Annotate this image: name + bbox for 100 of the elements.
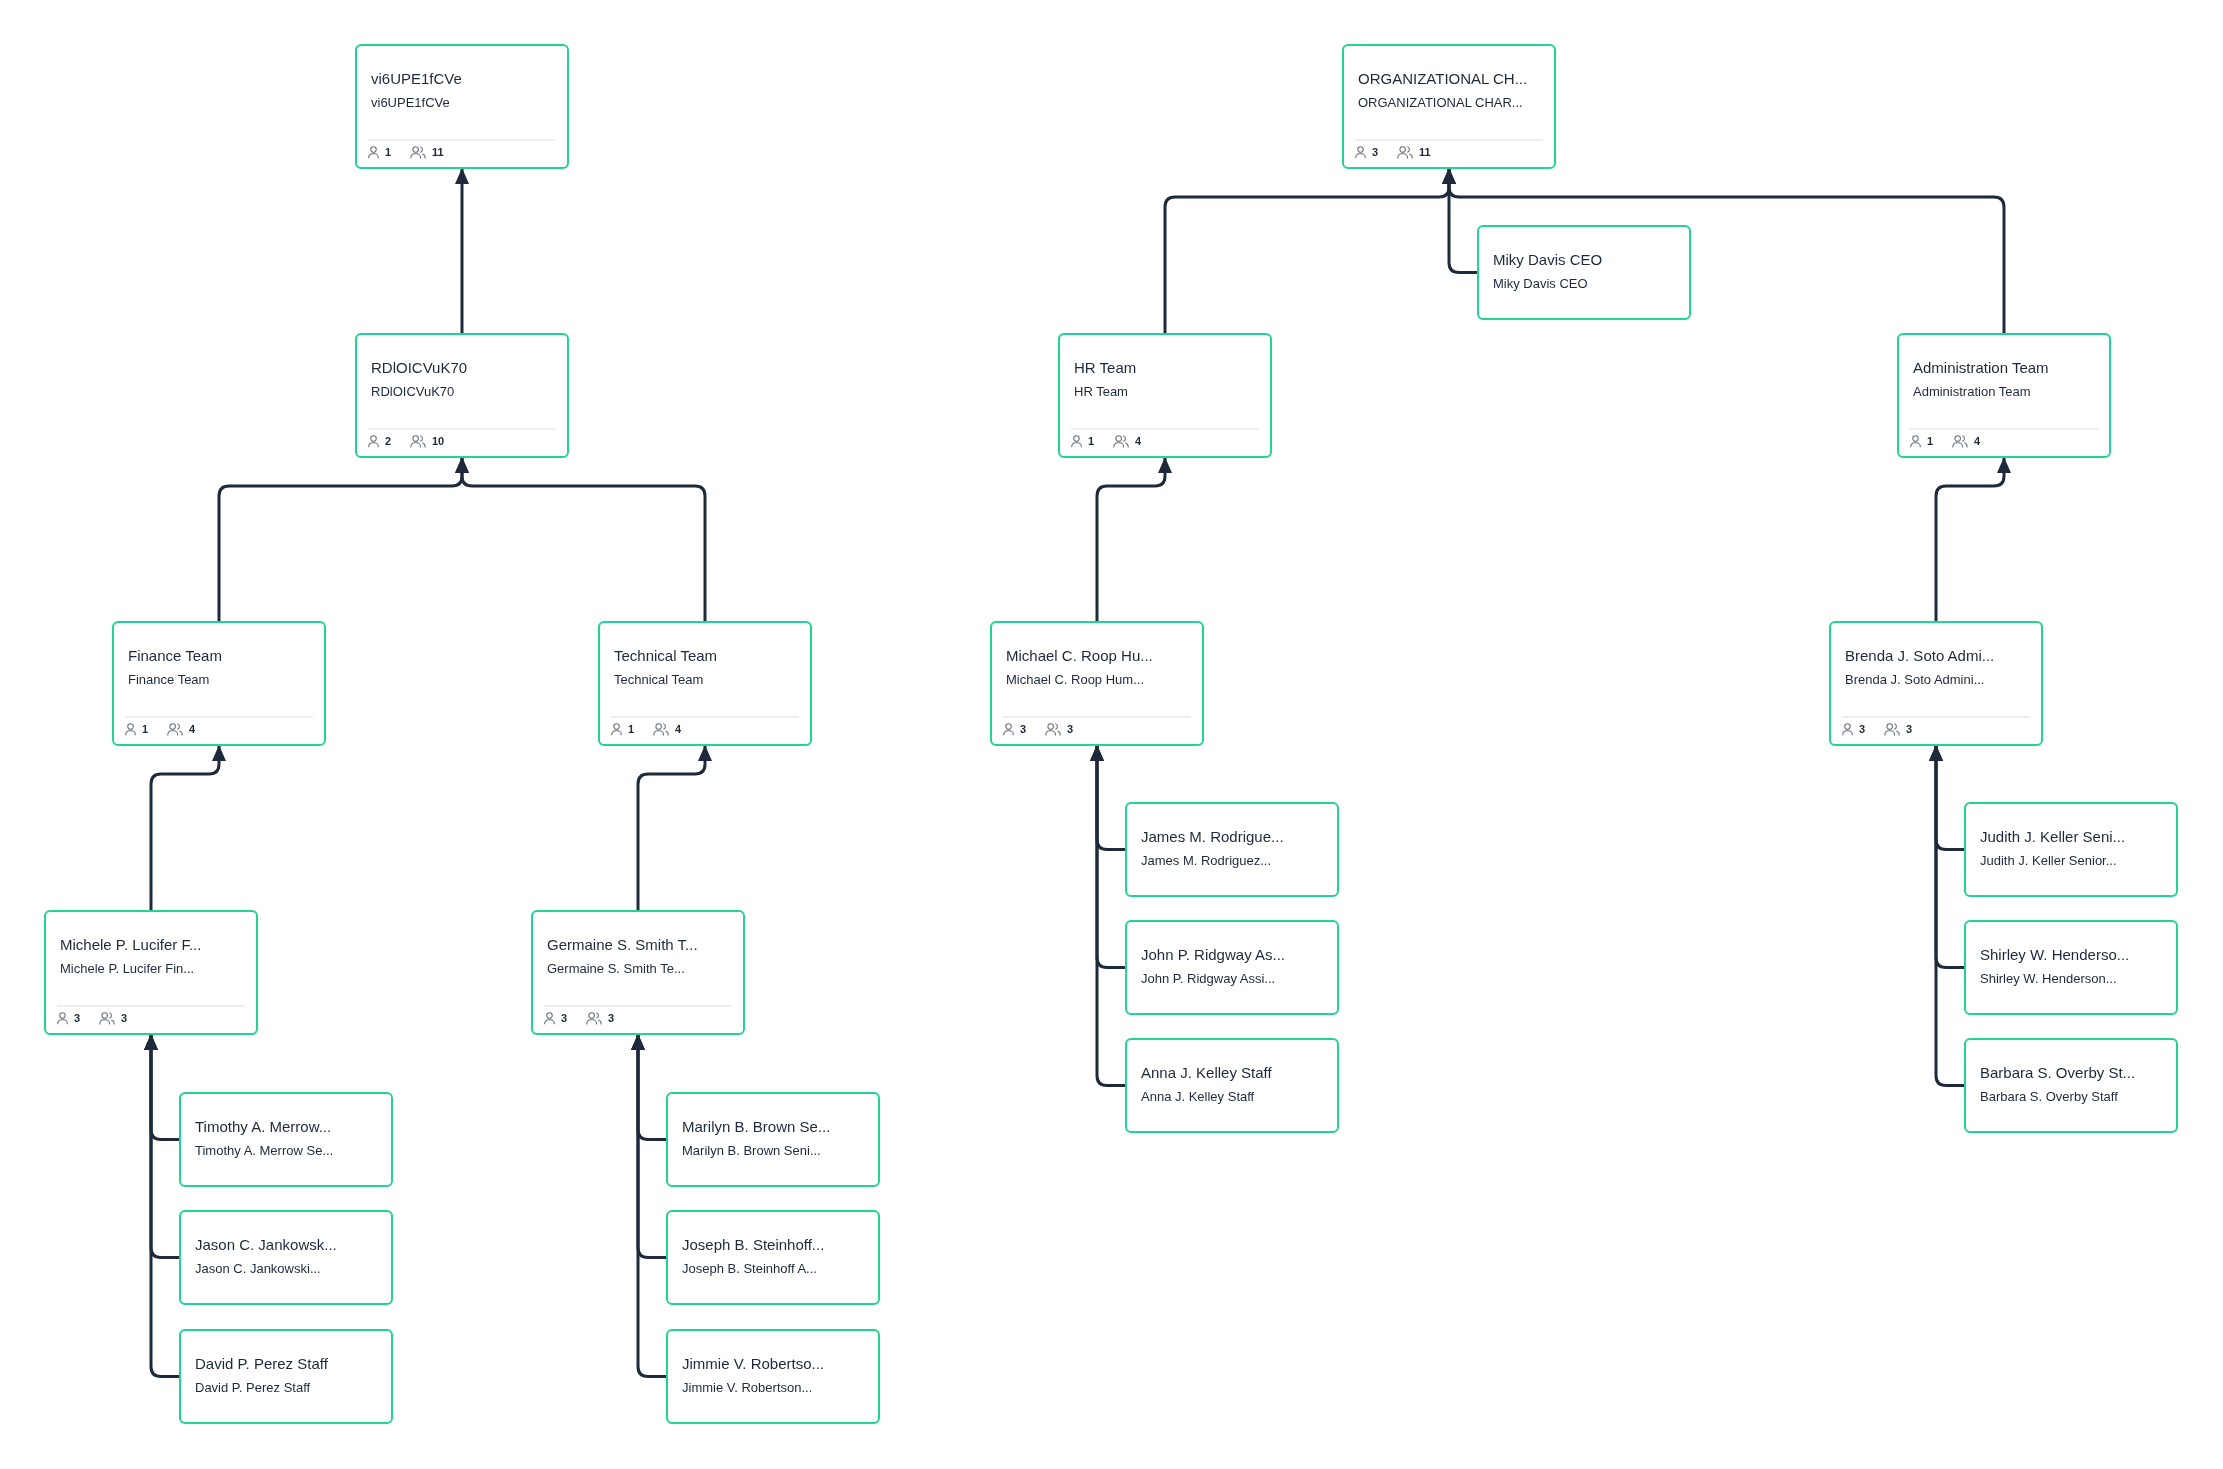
people-count: 3 (121, 1011, 128, 1026)
card-title: Jimmie V. Robertso... (682, 1354, 824, 1374)
org-card (990, 621, 1204, 746)
card-subtitle: Jason C. Jankowski... (195, 1260, 321, 1278)
card-subtitle: RDlOICVuK70 (371, 383, 455, 401)
org-card (179, 1329, 393, 1424)
people-count: 10 (432, 434, 445, 449)
arrow (636, 745, 712, 910)
person-count: 3 (1020, 722, 1027, 737)
card-subtitle: HR Team (1074, 383, 1128, 401)
people-count: 4 (189, 722, 196, 737)
org-card (531, 910, 745, 1035)
card-title: Jason C. Jankowsk... (195, 1235, 337, 1255)
card-title: Shirley W. Henderso... (1980, 945, 2130, 965)
people-count: 11 (432, 145, 444, 160)
card-subtitle: Michele P. Lucifer Fin... (60, 960, 195, 978)
card-title: vi6UPE1fCVe (371, 69, 462, 89)
card-subtitle: Anna J. Kelley Staff (1141, 1088, 1255, 1106)
card-title: Joseph B. Steinhoff... (682, 1235, 825, 1255)
org-card (1829, 621, 2043, 746)
org-card (1125, 1038, 1339, 1133)
org-card (179, 1210, 393, 1305)
arrow (1095, 457, 1172, 621)
person-count: 2 (385, 434, 392, 449)
org-card (1477, 225, 1691, 320)
people-count: 4 (1974, 434, 1981, 449)
card-subtitle: Joseph B. Steinhoff A... (682, 1260, 817, 1278)
org-card (1342, 44, 1556, 169)
card-subtitle: Barbara S. Overby Staff (1980, 1088, 2118, 1106)
card-subtitle: Judith J. Keller Senior... (1980, 852, 2117, 870)
card-title: Michele P. Lucifer F... (60, 935, 202, 955)
card-subtitle: Timothy A. Merrow Se... (195, 1142, 334, 1160)
card-subtitle: Administration Team (1913, 383, 2031, 401)
card-title: Brenda J. Soto Admi... (1845, 646, 1995, 666)
org-card (666, 1210, 880, 1305)
card-subtitle: Miky Davis CEO (1493, 275, 1588, 293)
card-title: Marilyn B. Brown Se... (682, 1117, 831, 1137)
person-count: 1 (1088, 434, 1095, 449)
org-card (1058, 333, 1272, 458)
people-count: 4 (675, 722, 682, 737)
card-title: Timothy A. Merrow... (195, 1117, 332, 1137)
card-subtitle: Marilyn B. Brown Seni... (682, 1142, 821, 1160)
arrow (1442, 168, 2006, 333)
card-subtitle: Brenda J. Soto Admini... (1845, 671, 1985, 689)
arrow (149, 745, 226, 910)
org-card (179, 1092, 393, 1187)
card-title: Germaine S. Smith T... (547, 935, 698, 955)
card-subtitle: James M. Rodriguez... (1141, 852, 1272, 870)
card-title: Finance Team (128, 646, 222, 666)
people-count: 11 (1419, 145, 1431, 160)
card-title: David P. Perez Staff (195, 1354, 328, 1374)
person-count: 1 (142, 722, 149, 737)
arrow (455, 457, 707, 621)
card-title: Barbara S. Overby St... (1980, 1063, 2136, 1083)
person-count: 1 (385, 145, 392, 160)
card-subtitle: Germaine S. Smith Te... (547, 960, 685, 978)
org-card (355, 333, 569, 458)
card-subtitle: David P. Perez Staff (195, 1379, 311, 1397)
org-card (1125, 802, 1339, 897)
org-card (1897, 333, 2111, 458)
org-card (1964, 920, 2178, 1015)
org-card (1125, 920, 1339, 1015)
card-subtitle: vi6UPE1fCVe (371, 94, 450, 112)
card-subtitle: John P. Ridgway Assi... (1141, 970, 1276, 988)
org-card (666, 1092, 880, 1187)
org-card (1964, 802, 2178, 897)
org-card (1964, 1038, 2178, 1133)
card-title: Judith J. Keller Seni... (1980, 827, 2126, 847)
person-count: 1 (1927, 434, 1934, 449)
person-count: 1 (628, 722, 635, 737)
person-count: 3 (1859, 722, 1866, 737)
card-title: HR Team (1074, 358, 1137, 378)
people-count: 3 (608, 1011, 615, 1026)
org-card (355, 44, 569, 169)
card-subtitle: ORGANIZATIONAL CHAR... (1358, 94, 1523, 112)
card-subtitle: Technical Team (614, 671, 704, 689)
card-title: Technical Team (614, 646, 718, 666)
person-count: 3 (1372, 145, 1379, 160)
card-title: John P. Ridgway As... (1141, 945, 1285, 965)
card-subtitle: Shirley W. Henderson... (1980, 970, 2117, 988)
people-count: 3 (1067, 722, 1074, 737)
person-count: 3 (561, 1011, 568, 1026)
org-card (666, 1329, 880, 1424)
person-count: 3 (74, 1011, 81, 1026)
org-card (112, 621, 326, 746)
card-title: Michael C. Roop Hu... (1006, 646, 1153, 666)
card-title: Administration Team (1913, 358, 2049, 378)
card-title: RDlOICVuK70 (371, 358, 468, 378)
card-title: Anna J. Kelley Staff (1141, 1063, 1272, 1083)
card-title: James M. Rodrigue... (1141, 827, 1284, 847)
card-subtitle: Finance Team (128, 671, 210, 689)
card-title: ORGANIZATIONAL CH... (1358, 69, 1528, 89)
people-count: 4 (1135, 434, 1142, 449)
card-subtitle: Jimmie V. Robertson... (682, 1379, 813, 1397)
people-count: 3 (1906, 722, 1913, 737)
card-subtitle: Michael C. Roop Hum... (1006, 671, 1144, 689)
arrow (1934, 457, 2011, 621)
org-card (598, 621, 812, 746)
arrow (455, 168, 469, 333)
card-title: Miky Davis CEO (1493, 250, 1603, 270)
